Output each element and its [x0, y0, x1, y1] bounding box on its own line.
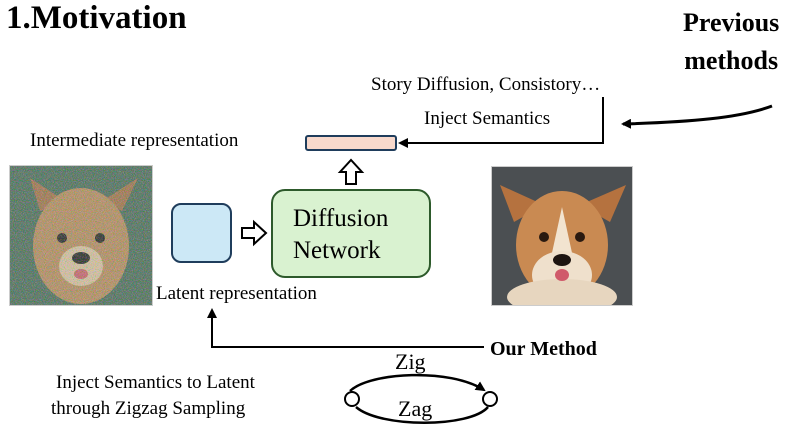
- zigzag-end-node: [482, 391, 498, 407]
- diffusion-network-box: Diffusion Network: [271, 189, 431, 278]
- zag-arrow: [355, 406, 489, 424]
- latent-representation-label: Latent representation: [156, 283, 317, 304]
- latent-box: [171, 203, 232, 263]
- noisy-dog-image: [9, 165, 153, 306]
- story-diffusion-label: Story Diffusion, Consistory…: [371, 74, 601, 95]
- inject-latent-line2: through Zigzag Sampling: [51, 398, 246, 419]
- our-method-arrow: [207, 308, 484, 348]
- previous-methods-line2: methods: [684, 46, 779, 75]
- previous-methods-label: Previous methods: [683, 4, 779, 80]
- section-title: 1.Motivation: [6, 0, 187, 36]
- inject-latent-line1: Inject Semantics to Latent: [56, 372, 255, 393]
- intermediate-representation-label: Intermediate representation: [30, 130, 239, 151]
- zig-label: Zig: [395, 349, 426, 374]
- clean-dog-image: [491, 166, 633, 306]
- previous-methods-line1: Previous: [683, 8, 780, 37]
- zag-label: Zag: [398, 396, 433, 421]
- previous-methods-arrow: [621, 104, 773, 129]
- inject-semantics-arrow: [398, 97, 604, 148]
- zig-arrow: [349, 373, 486, 392]
- zigzag-start-node: [344, 391, 360, 407]
- intermediate-representation-bar: [305, 135, 397, 151]
- up-hollow-arrow: [337, 158, 365, 185]
- inject-semantics-label: Inject Semantics: [424, 108, 551, 129]
- right-hollow-arrow: [241, 219, 268, 247]
- our-method-label: Our Method: [490, 338, 597, 360]
